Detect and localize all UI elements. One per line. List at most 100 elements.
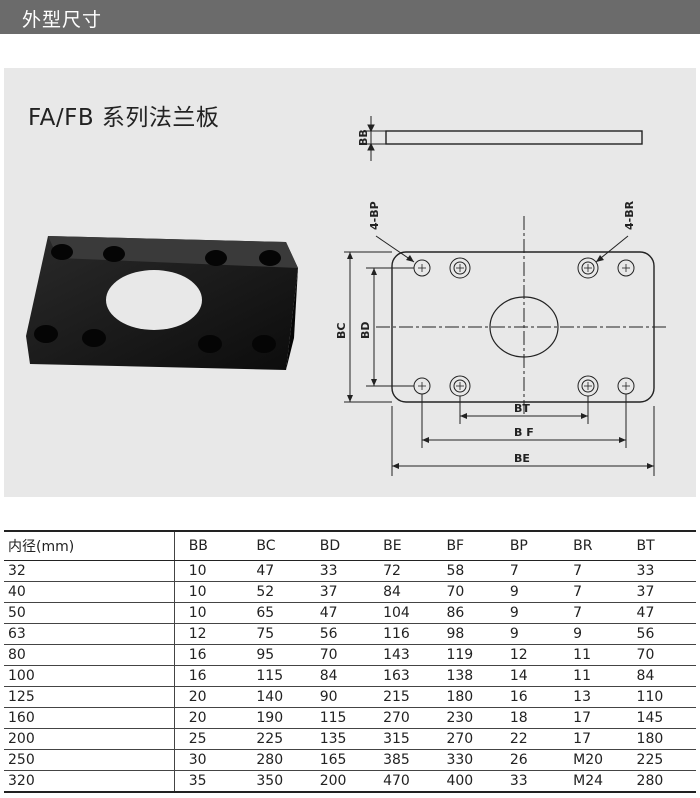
table-cell: 10	[174, 581, 253, 603]
table-cell: 12	[174, 623, 253, 645]
table-cell: 10	[174, 560, 253, 582]
table-cell: 165	[315, 749, 380, 771]
column-header: BT	[632, 530, 696, 561]
table-cell: 115	[315, 707, 380, 729]
table-cell-bore: 80	[4, 644, 175, 666]
column-header: BP	[505, 530, 570, 561]
table-cell: 140	[252, 686, 316, 708]
table-cell: 163	[379, 665, 443, 687]
table-cell: 26	[505, 749, 570, 771]
table-cell: 35	[174, 770, 253, 793]
table-cell: 37	[315, 581, 380, 603]
table-cell: 17	[569, 707, 633, 729]
table-cell: 12	[505, 644, 570, 666]
table-cell: 225	[632, 749, 696, 771]
table-cell: M24	[569, 770, 633, 793]
table-cell: 20	[174, 707, 253, 729]
label-bf: B F	[514, 426, 534, 439]
table-cell: 25	[174, 728, 253, 750]
table-cell: 18	[505, 707, 570, 729]
panel-title: FA/FB 系列法兰板	[28, 105, 220, 131]
table-cell: 70	[315, 644, 380, 666]
label-bc: BC	[335, 323, 348, 339]
table-cell: 119	[442, 644, 506, 666]
table-cell: 10	[174, 602, 253, 624]
table-cell-bore: 125	[4, 686, 175, 708]
table-cell: 84	[315, 665, 380, 687]
table-cell: 86	[442, 602, 506, 624]
table-cell: 33	[315, 560, 380, 582]
table-cell: 20	[174, 686, 253, 708]
header-bar: 外型尺寸	[0, 0, 700, 34]
table-cell: 350	[252, 770, 316, 793]
table-cell: 65	[252, 602, 316, 624]
label-bp: 4-BP	[368, 201, 381, 230]
table-cell: 33	[505, 770, 570, 793]
table-cell: 115	[252, 665, 316, 687]
label-bb: BB	[357, 129, 370, 146]
table-cell: 11	[569, 665, 633, 687]
column-header: BF	[442, 530, 506, 561]
label-be: BE	[514, 452, 530, 465]
column-header: BC	[252, 530, 316, 561]
table-cell: 90	[315, 686, 380, 708]
table-cell: 16	[174, 665, 253, 687]
table-cell: 16	[174, 644, 253, 666]
table-cell: 200	[315, 770, 380, 793]
table-cell: 110	[632, 686, 696, 708]
table-cell: 180	[632, 728, 696, 750]
header-title: 外型尺寸	[22, 9, 103, 31]
column-header: BR	[569, 530, 633, 561]
label-bt: BT	[514, 402, 530, 415]
table-cell-bore: 40	[4, 581, 175, 603]
column-header: 内径(mm)	[4, 530, 175, 561]
table-cell-bore: 50	[4, 602, 175, 624]
table-cell: 98	[442, 623, 506, 645]
table-cell: 70	[442, 581, 506, 603]
table-cell-bore: 63	[4, 623, 175, 645]
table-cell: 135	[315, 728, 380, 750]
table-cell: 330	[442, 749, 506, 771]
table-cell: 75	[252, 623, 316, 645]
table-cell: 270	[442, 728, 506, 750]
label-br: 4-BR	[623, 200, 636, 230]
table-cell-bore: 200	[4, 728, 175, 750]
table-cell: 7	[569, 560, 633, 582]
table-cell: 7	[505, 560, 570, 582]
table-cell: 143	[379, 644, 443, 666]
table-cell: 280	[252, 749, 316, 771]
table-cell: 400	[442, 770, 506, 793]
flange-plate-image	[26, 236, 298, 370]
table-cell: 280	[632, 770, 696, 793]
table-cell: 47	[632, 602, 696, 624]
table-header-row: 内径(mm) BB BC BD BE BF BP BR BT	[4, 530, 696, 561]
table-cell: 52	[252, 581, 316, 603]
table-cell: 104	[379, 602, 443, 624]
table-cell: 215	[379, 686, 443, 708]
table-cell: 58	[442, 560, 506, 582]
column-header: BD	[315, 530, 380, 561]
table-cell: 7	[569, 581, 633, 603]
product-panel: FA/FB 系列法兰板	[4, 68, 696, 497]
table-cell: 180	[442, 686, 506, 708]
table-cell: 13	[569, 686, 633, 708]
table-cell: 11	[569, 644, 633, 666]
table-cell: 33	[632, 560, 696, 582]
table-cell: 385	[379, 749, 443, 771]
table-cell: 9	[505, 602, 570, 624]
table-cell: 47	[252, 560, 316, 582]
table-cell: 14	[505, 665, 570, 687]
table-cell: M20	[569, 749, 633, 771]
table-cell: 95	[252, 644, 316, 666]
table-cell: 138	[442, 665, 506, 687]
table-cell: 72	[379, 560, 443, 582]
